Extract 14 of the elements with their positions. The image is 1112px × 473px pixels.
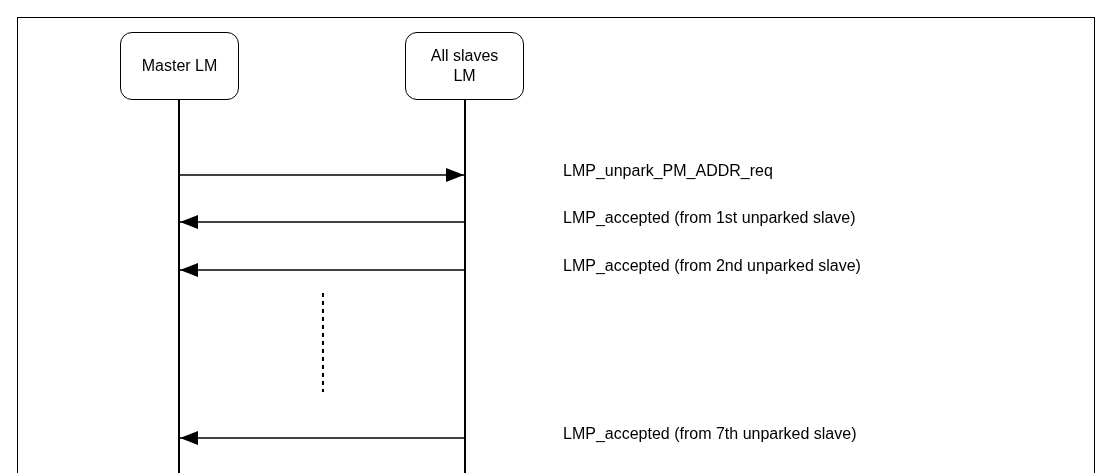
message-arrow [179, 215, 465, 229]
message-name: LMP_accepted (from 2nd unparked slave) [563, 256, 861, 276]
message-name: LMP_accepted (from 7th unparked slave) [563, 424, 857, 444]
message-arrow [179, 168, 465, 182]
message-name: LMP_unpark_PM_ADDR_req [563, 161, 773, 181]
participant-box [405, 32, 524, 100]
message-arrow [179, 263, 465, 277]
message-name: LMP_accepted (from 1st unparked slave) [563, 208, 856, 228]
participant-label: All slaves LM [429, 46, 500, 86]
participant-box [120, 32, 239, 100]
lifeline [464, 100, 466, 473]
lifeline [178, 100, 180, 473]
participant-label: Master LM [141, 56, 218, 76]
message-arrow [179, 431, 465, 445]
